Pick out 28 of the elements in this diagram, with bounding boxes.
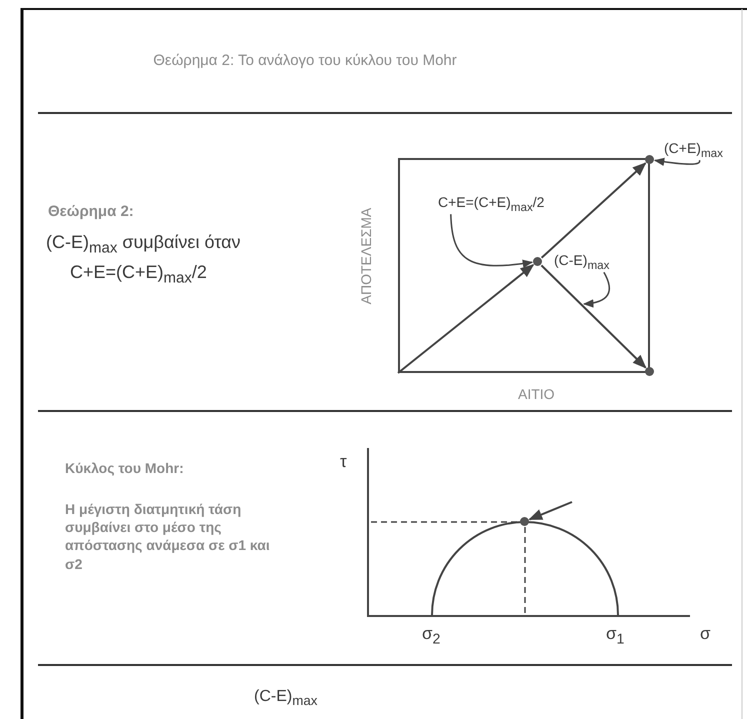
axis-tick-label: σ$_{2}$ — [422, 624, 440, 648]
axis-label: ΑΠΟΤΕΛΕΣΜΑ — [358, 208, 374, 304]
theorem-heading: Θεώρημα 2: — [48, 203, 134, 220]
callout-text: C+E=(C+E)$_{max}$/2 — [438, 194, 544, 214]
axis-label: σ — [700, 624, 710, 644]
axis-label: ΑΙΤΙΟ — [518, 386, 555, 402]
section-heading: Κύκλος του Mohr: — [65, 460, 184, 476]
plot-frame — [398, 158, 650, 373]
callout-text: (C-E)$_{max}$ — [554, 252, 610, 272]
formula-text: (C-E)$_{max}$ συμβαίνει όταν — [46, 232, 240, 257]
formula-text: (C-E)$_{max}$ — [254, 688, 318, 708]
point-dot — [645, 367, 654, 376]
point-dot — [645, 155, 654, 164]
point-dot — [520, 517, 529, 526]
title: Θεώρημα 2: Το ανάλογο του κύκλου του Mohr — [153, 52, 457, 69]
arrow — [528, 501, 572, 520]
point-dot — [533, 257, 542, 266]
description-text: Η μέγιστη διατμητική τάση συμβαίνει στο μέσο της απόστασης ανάμεσα σε σ1 και σ2 — [65, 500, 271, 573]
arrow — [540, 264, 647, 369]
leader-line — [654, 158, 700, 166]
leader-line — [450, 214, 534, 268]
axis-label: τ — [340, 452, 347, 472]
callout-text: (C+E)$_{max}$ — [664, 140, 723, 160]
formula-text: C+E=(C+E)$_{max}$/2 — [70, 262, 207, 287]
arrow — [540, 162, 646, 259]
axis-tick-label: σ$_{1}$ — [606, 624, 624, 648]
arrow — [397, 264, 534, 374]
leader-line — [582, 272, 610, 308]
